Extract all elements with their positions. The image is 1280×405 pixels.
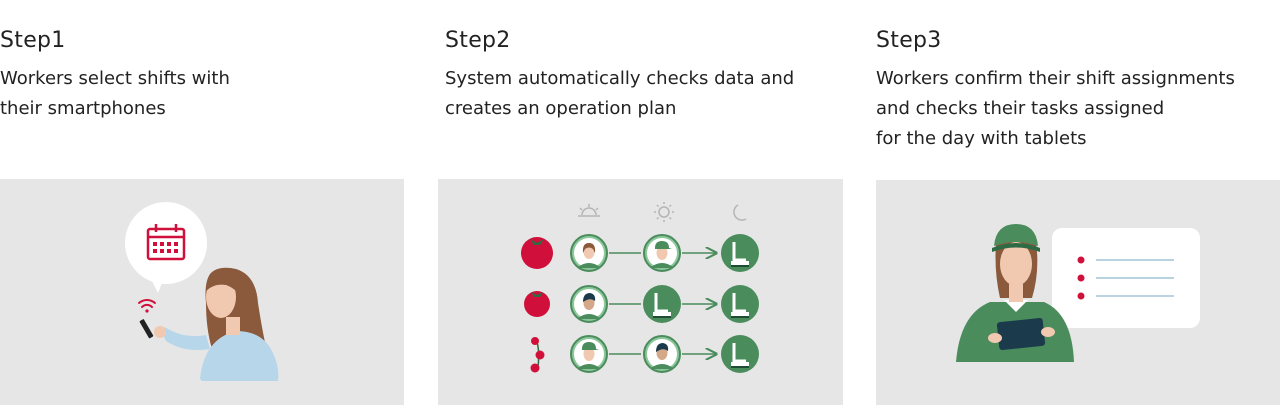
- sun-icon: [654, 202, 674, 222]
- robot-icon: [721, 335, 759, 373]
- worker-female-icon: [570, 234, 608, 272]
- step-3-title: Step3: [876, 28, 942, 53]
- step-1-illustration: [0, 179, 404, 405]
- worker-cap-icon: [643, 234, 681, 272]
- step-1-description: Workers select shifts with their smartph…: [0, 68, 230, 119]
- worker-dark-icon: [570, 285, 608, 323]
- step-2-title: Step2: [445, 28, 511, 53]
- calendar-icon: [146, 224, 186, 261]
- plan-row-3: [530, 335, 759, 373]
- worker-cap-icon: [570, 335, 608, 373]
- plan-row-2: [524, 285, 759, 323]
- step-2-illustration: [438, 179, 843, 405]
- worker-with-tablet: [956, 224, 1074, 362]
- plan-row-1: [521, 234, 759, 272]
- worker-with-smartphone: [139, 267, 279, 381]
- moon-icon: [733, 204, 747, 221]
- robot-icon: [721, 234, 759, 272]
- robot-icon: [721, 285, 759, 323]
- task-list-card: [1052, 228, 1200, 328]
- step-1-title: Step1: [0, 28, 66, 53]
- wifi-icon: [138, 299, 156, 313]
- step-3-illustration: [876, 180, 1280, 405]
- speech-bubble: [125, 202, 207, 293]
- robot-icon: [643, 285, 681, 323]
- cherry-tomato-icon: [530, 337, 545, 373]
- tomato-icon: [521, 237, 553, 269]
- sunrise-icon: [578, 204, 600, 217]
- step-3-description: Workers confirm their shift assignments …: [876, 68, 1235, 149]
- step-2-description: System automatically checks data and cre…: [445, 68, 795, 119]
- tomato-icon: [524, 291, 550, 317]
- worker-dark-icon: [643, 335, 681, 373]
